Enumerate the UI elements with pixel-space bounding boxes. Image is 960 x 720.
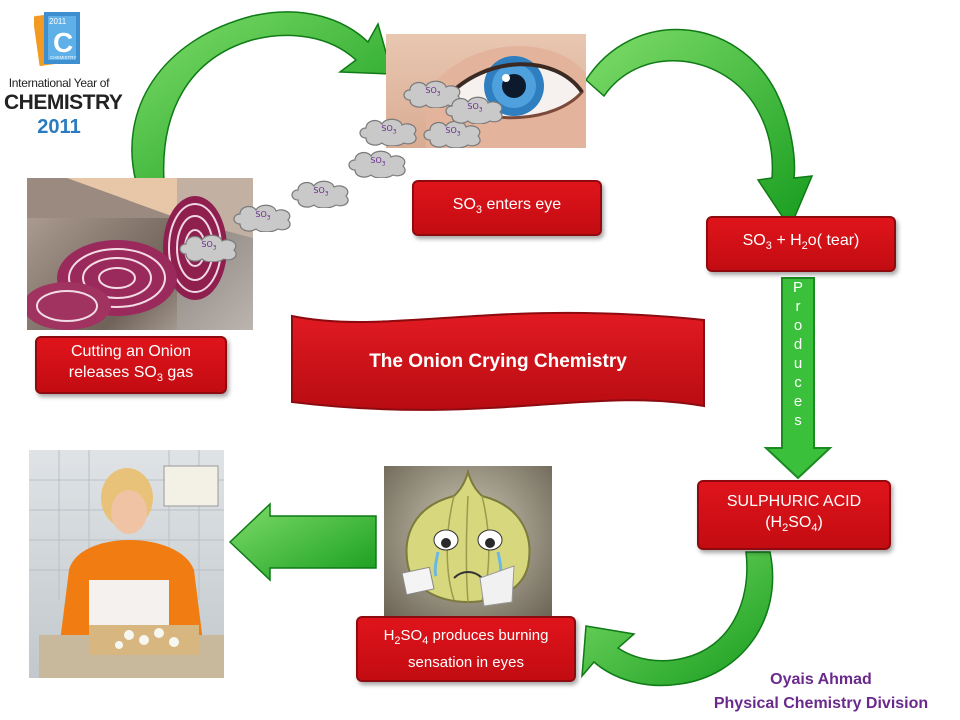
produces-arrow-icon <box>763 277 833 480</box>
so3-cloud-label: SO3 <box>176 240 242 252</box>
so3-cloud-label: SO3 <box>345 156 411 168</box>
so3-sub: 3 <box>381 160 386 168</box>
cut-text-b: releases SO <box>68 363 157 381</box>
enters-sub: 3 <box>475 204 483 217</box>
so3-cloud-icon: SO3 <box>230 202 296 232</box>
logo-line1: International Year of <box>8 76 110 90</box>
so3-cloud-icon: SO3 <box>288 178 354 208</box>
so3-cloud-label: SO3 <box>230 210 296 222</box>
acid-line1: SULPHURIC ACID <box>726 492 862 510</box>
produces-letter: o <box>793 317 803 334</box>
badge-letter: C <box>53 27 73 58</box>
chemistry-badge-icon: 2011 C CHEMISTRY <box>34 11 80 67</box>
produces-letter: e <box>793 393 803 410</box>
burn-text-b: SO <box>400 627 423 644</box>
step-cutting-onion: Cutting an Onion releases SO3 gas <box>35 336 227 394</box>
so3-sub: 3 <box>478 106 483 114</box>
step-sulphuric-acid: SULPHURIC ACID (H2SO4) <box>697 480 891 550</box>
burn-text-a: H <box>383 627 395 644</box>
logo-line2: CHEMISTRY <box>4 91 123 114</box>
so3-cloud-label: SO3 <box>400 86 466 98</box>
step-reaction: SO3 + H2o( tear) <box>706 216 896 272</box>
produces-letter: u <box>793 355 803 372</box>
so3-base: SO <box>313 186 325 195</box>
reaction-text-a: SO <box>742 232 766 250</box>
logo-line3: 2011 <box>37 116 81 138</box>
author-block: Oyais Ahmad Physical Chemistry Division <box>690 668 952 716</box>
badge-word: CHEMISTRY <box>50 55 76 60</box>
reaction-sub2: 2 <box>801 240 808 253</box>
so3-cloud-icon: SO3 <box>356 116 422 146</box>
produces-letter: r <box>795 298 801 315</box>
burn-sub1: 2 <box>394 635 401 647</box>
enters-text-b: enters eye <box>482 196 562 214</box>
acid-text-a: (H <box>765 513 783 531</box>
acid-text-b: SO <box>788 513 812 531</box>
so3-sub: 3 <box>324 190 329 198</box>
step-so3-enters-eye: SO3 enters eye <box>412 180 602 236</box>
so3-base: SO <box>201 240 213 249</box>
left-arrow-icon <box>228 502 377 582</box>
so3-sub: 3 <box>456 130 461 138</box>
reaction-text-b: + H <box>771 232 802 250</box>
so3-cloud-icon: SO3 <box>420 118 486 148</box>
so3-cloud-label: SO3 <box>288 186 354 198</box>
produces-letter: c <box>794 374 802 391</box>
cut-text-c: gas <box>162 363 194 381</box>
badge-year: 2011 <box>49 17 67 26</box>
author-name: Oyais Ahmad <box>770 671 872 688</box>
eye-icon <box>426 46 586 148</box>
step-burning-sensation: H2SO4 produces burning sensation in eyes <box>356 616 576 682</box>
iyc-logo: 2011 C CHEMISTRY International Year of C… <box>4 8 123 138</box>
burn-sub2: 4 <box>422 635 429 647</box>
curved-arrow-acid-to-burning-icon <box>581 551 774 687</box>
acid-text-c: ) <box>817 513 823 531</box>
acid-sub2: 4 <box>811 522 818 535</box>
crying-woman-icon <box>29 450 224 678</box>
so3-sub: 3 <box>392 128 397 136</box>
burn-line2: sensation in eyes <box>408 654 524 671</box>
produces-letter: P <box>792 279 803 296</box>
so3-cloud-icon: SO3 <box>345 148 411 178</box>
so3-base: SO <box>370 156 382 165</box>
so3-sub: 3 <box>212 244 217 252</box>
page-title: The Onion Crying Chemistry <box>369 351 627 372</box>
so3-base: SO <box>255 210 267 219</box>
onion-cutting-photo <box>27 178 253 330</box>
burn-text-c: produces burning <box>428 627 549 644</box>
so3-sub: 3 <box>266 214 271 222</box>
reaction-text-c: o( tear) <box>807 232 860 250</box>
so3-cloud-label: SO3 <box>420 126 486 138</box>
acid-sub1: 2 <box>782 522 789 535</box>
onion-slices-icon <box>27 178 253 330</box>
title-banner <box>291 311 705 411</box>
sad-onion-icon <box>401 468 531 607</box>
reaction-sub1: 3 <box>765 240 772 253</box>
cut-line1: Cutting an Onion <box>70 342 192 360</box>
woman-crying-photo <box>29 450 224 678</box>
author-division: Physical Chemistry Division <box>713 695 929 712</box>
produces-letter: d <box>793 336 803 353</box>
so3-base: SO <box>381 124 393 133</box>
so3-cloud-label: SO3 <box>356 124 422 136</box>
so3-cloud-icon: SO3 <box>400 78 466 108</box>
cut-sub: 3 <box>156 372 163 385</box>
produces-letter: s <box>794 412 802 429</box>
so3-cloud-icon: SO3 <box>442 94 508 124</box>
so3-base: SO <box>445 126 457 135</box>
curved-arrow-onion-to-eye-icon <box>131 11 393 183</box>
enters-text-a: SO <box>452 196 476 214</box>
so3-base: SO <box>425 86 437 95</box>
curved-arrow-eye-to-reaction-icon <box>585 28 814 230</box>
so3-base: SO <box>467 102 479 111</box>
so3-cloud-icon: SO3 <box>176 232 242 262</box>
crying-onion-image <box>384 466 552 616</box>
so3-sub: 3 <box>436 90 441 98</box>
so3-cloud-label: SO3 <box>442 102 508 114</box>
